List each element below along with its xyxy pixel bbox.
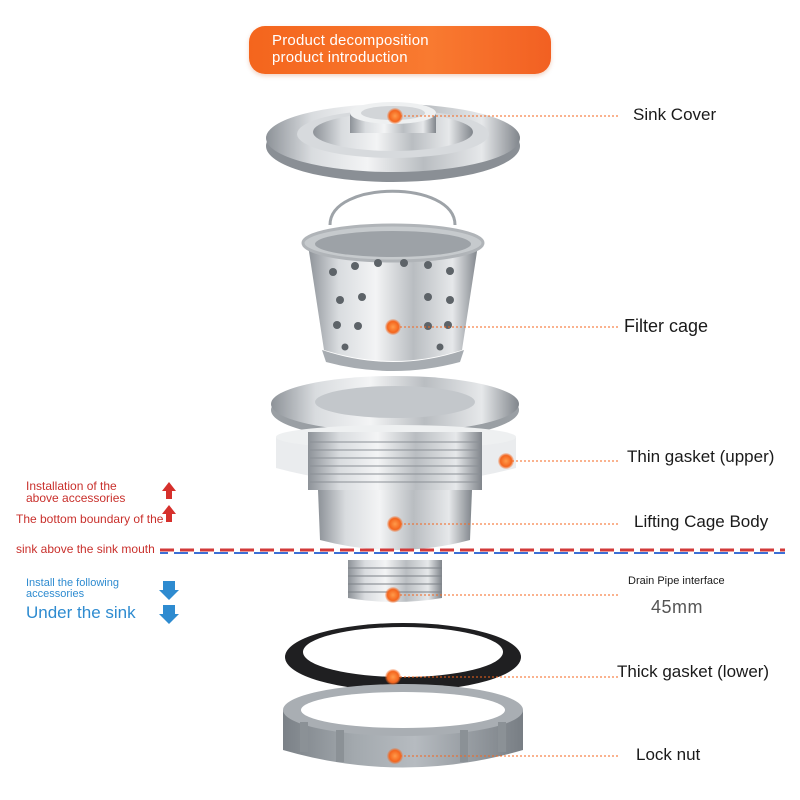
note-boundary-line2: sink above the sink mouth: [16, 542, 155, 556]
note-under-sink: Under the sink: [26, 603, 136, 622]
thick-gasket-part: [285, 623, 521, 691]
label-drain-pipe-interface: Drain Pipe interface: [628, 575, 725, 587]
sink-cover-part: [266, 102, 520, 182]
note-above-line2: above accessories: [26, 491, 126, 505]
lifting-cage-body-part: [271, 376, 519, 602]
label-thin-gasket: Thin gasket (upper): [627, 447, 775, 466]
label-thick-gasket: Thick gasket (lower): [617, 662, 770, 681]
arrow-down-icon: [159, 581, 179, 624]
label-sink-cover: Sink Cover: [633, 105, 717, 124]
lock-nut-part: [283, 684, 523, 768]
banner-title-line2: product introduction: [272, 49, 408, 66]
note-below-line2: accessories: [26, 588, 85, 600]
label-filter-cage: Filter cage: [624, 316, 709, 336]
pipe-size: 45mm: [651, 597, 704, 617]
label-lifting-cage-body: Lifting Cage Body: [634, 512, 769, 531]
marker-dots: [385, 108, 514, 764]
section-banner: Product decomposition product introducti…: [249, 26, 551, 74]
banner-title-line1: Product decomposition: [272, 32, 429, 49]
label-lock-nut: Lock nut: [636, 745, 701, 764]
leader-lines: [400, 115, 620, 757]
sink-boundary-line: [160, 548, 785, 554]
note-below-line1: Install the following: [26, 577, 119, 589]
arrow-up-icon: [162, 482, 176, 522]
note-above-line1: Installation of the: [26, 479, 117, 493]
note-boundary-line1: The bottom boundary of the: [16, 512, 164, 526]
filter-cage-part: [301, 189, 485, 371]
